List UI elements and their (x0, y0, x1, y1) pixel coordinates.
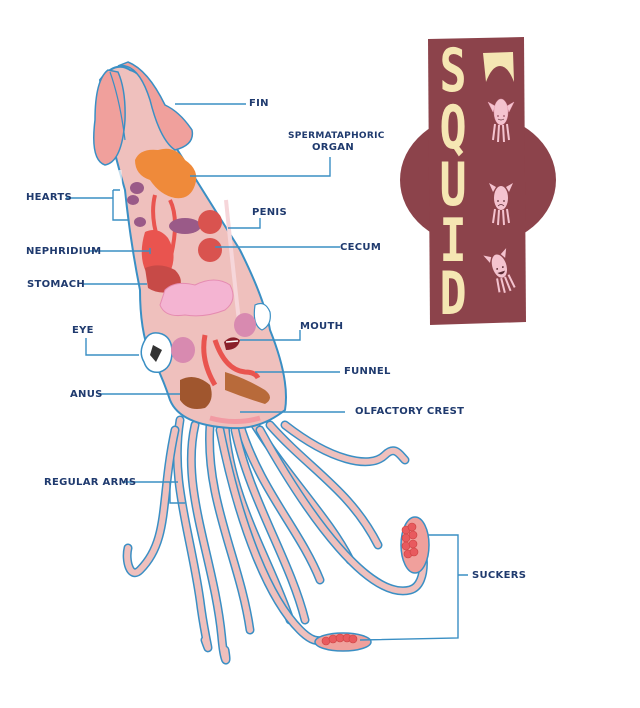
label-eye: EYE (72, 325, 94, 336)
mini-squid-icon (489, 183, 513, 226)
regular-arms (122, 415, 428, 665)
hearts (127, 182, 146, 227)
squid-illustration (93, 61, 430, 665)
fin-right (117, 61, 194, 151)
mini-squid-icon (487, 98, 515, 143)
label-spermataphoric-line2: ORGAN (311, 142, 355, 153)
spermatophoric-organ (135, 148, 197, 199)
eye-lens (171, 337, 195, 363)
olfactory-crest (209, 415, 261, 424)
cecum (198, 238, 222, 262)
tentacle-club (314, 516, 430, 652)
label-regular-arms: REGULAR ARMS (44, 477, 137, 488)
label-stomach: STOMACH (27, 279, 86, 290)
penis-organ (198, 210, 222, 234)
label-fin: FIN (249, 98, 269, 109)
mini-squid-icon (483, 248, 516, 293)
label-suckers: SUCKERS (472, 570, 527, 581)
label-cecum: CECUM (340, 242, 382, 253)
label-nephridium: NEPHRIDIUM (26, 246, 102, 257)
intestine (225, 372, 270, 404)
gland (169, 218, 201, 234)
title-notch-icon (483, 52, 514, 82)
anus (180, 376, 212, 409)
title-letter-u: U (439, 150, 467, 220)
eye-pupil-icon (150, 345, 162, 362)
label-olfactory-crest: OLFACTORY CREST (355, 406, 465, 417)
label-anus: ANUS (70, 389, 103, 400)
leader-lines (66, 103, 468, 641)
digestive-gland (159, 279, 234, 317)
title-letter-q: Q (439, 93, 467, 163)
label-hearts: HEARTS (26, 192, 73, 203)
title-letter-i: I (439, 206, 467, 276)
title-letter-d: D (439, 259, 467, 329)
label-spermataphoric-organ: SPERMATAPHORIC ORGAN (288, 131, 385, 153)
title-letter-s: S (439, 36, 467, 106)
label-mouth: MOUTH (300, 321, 344, 332)
funnel (201, 334, 261, 387)
label-funnel: FUNNEL (344, 366, 391, 377)
label-spermataphoric-line1: SPERMATAPHORIC (288, 131, 385, 141)
nephridium (141, 230, 174, 277)
fin-left (93, 69, 126, 166)
title-panel (400, 37, 556, 325)
label-penis: PENIS (252, 207, 287, 218)
sucker-icons (401, 522, 419, 559)
